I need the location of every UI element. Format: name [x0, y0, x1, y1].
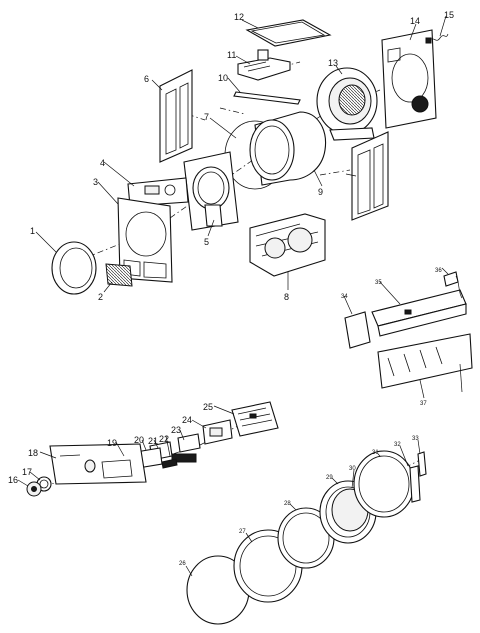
label-10: 10 — [218, 73, 228, 83]
part-31-door-ring — [353, 450, 415, 518]
part-4-control-top — [127, 177, 189, 207]
part-3-front-cabinet — [117, 197, 173, 283]
label-31: 31 — [372, 450, 379, 456]
label-14: 14 — [410, 16, 420, 26]
label-13: 13 — [328, 58, 338, 68]
label-15: 15 — [444, 10, 454, 20]
label-21: 21 — [148, 436, 158, 446]
part-10-rail — [233, 91, 301, 105]
label-36: 36 — [435, 268, 442, 274]
part-labels: 12 11 10 6 7 13 14 15 4 3 5 9 1 2 8 34 3… — [8, 10, 454, 567]
label-24: 24 — [182, 415, 192, 425]
label-25: 25 — [203, 402, 213, 412]
label-20: 20 — [134, 435, 144, 445]
label-19: 19 — [107, 438, 117, 448]
label-8: 8 — [284, 292, 289, 302]
part-2-filter-grille — [105, 263, 133, 287]
label-18: 18 — [28, 448, 38, 458]
label-35: 35 — [375, 280, 382, 286]
label-5: 5 — [204, 237, 209, 247]
part-23-keypad — [171, 433, 201, 463]
label-2: 2 — [98, 292, 103, 302]
part-25-main-pcb — [231, 401, 279, 437]
part-1-door-ring — [51, 241, 97, 295]
label-9: 9 — [318, 187, 323, 197]
part-5-front-bulkhead — [183, 151, 239, 231]
label-30: 30 — [349, 466, 356, 472]
part-6-side-panel — [159, 69, 193, 163]
part-37-tank-housing — [377, 333, 473, 393]
part-16-knob — [26, 481, 42, 497]
part-8-base-assembly — [249, 213, 326, 277]
label-22: 22 — [159, 434, 169, 444]
label-26: 26 — [179, 561, 186, 567]
part-36-pump — [443, 271, 463, 299]
label-6: 6 — [144, 74, 149, 84]
leader-lines — [17, 15, 449, 577]
label-17: 17 — [22, 467, 32, 477]
part-15-cord — [425, 33, 449, 44]
part-18-control-panel — [49, 443, 147, 485]
part-side-panel-right — [351, 131, 389, 221]
label-34: 34 — [341, 294, 348, 300]
part-32-hinge — [409, 465, 421, 503]
label-1: 1 — [30, 226, 35, 236]
part-34-cover — [344, 311, 371, 349]
label-16: 16 — [8, 475, 18, 485]
part-33-hinge-pin — [417, 451, 427, 477]
part-12-top-panel — [245, 19, 332, 47]
part-11-bracket — [237, 49, 291, 81]
part-14-back-panel — [381, 29, 437, 129]
part-24-display-board — [202, 419, 233, 445]
label-28: 28 — [284, 501, 291, 507]
label-7: 7 — [204, 112, 209, 122]
label-29: 29 — [326, 475, 333, 481]
label-23: 23 — [171, 425, 181, 435]
label-32: 32 — [394, 442, 401, 448]
part-13-heater-unit — [316, 67, 378, 141]
label-4: 4 — [100, 158, 105, 168]
label-12: 12 — [234, 12, 244, 22]
label-33: 33 — [412, 436, 419, 442]
part-9-drum — [249, 111, 327, 186]
label-37: 37 — [420, 401, 427, 407]
label-3: 3 — [93, 177, 98, 187]
label-11: 11 — [227, 50, 236, 60]
label-27: 27 — [239, 529, 246, 535]
part-35-water-tank — [371, 289, 467, 337]
